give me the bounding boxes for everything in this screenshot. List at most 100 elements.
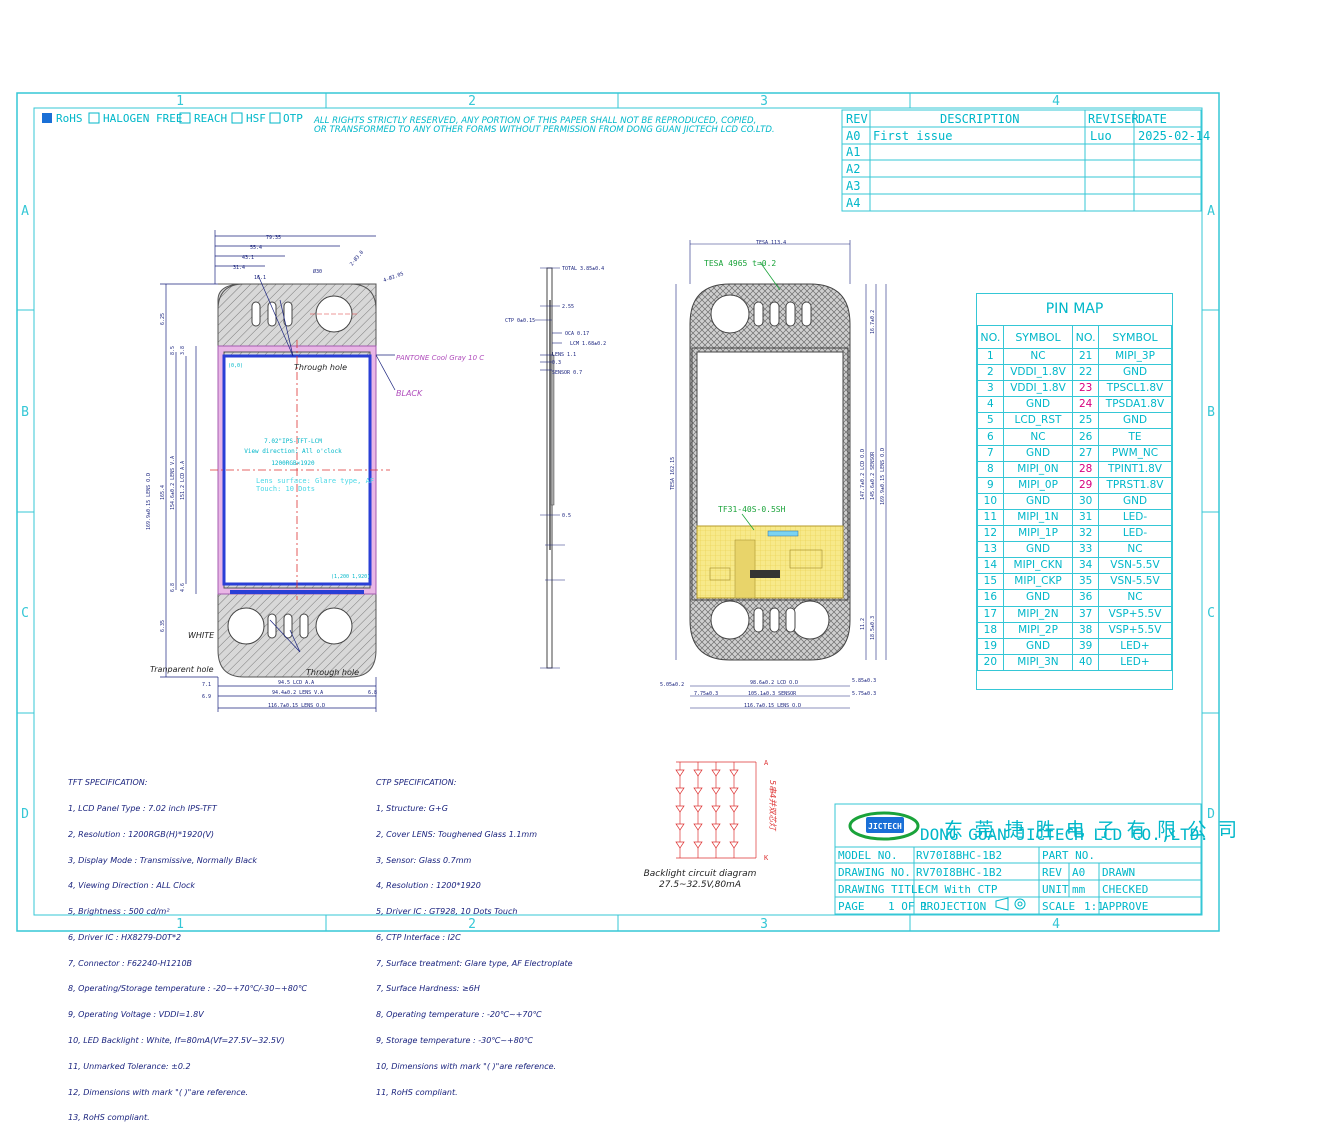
- pin-no-cell: 37: [1072, 605, 1099, 623]
- pin-no-cell: 7: [977, 444, 1004, 462]
- revision-table: [841, 109, 1202, 212]
- dim-top-5: Ø30: [313, 268, 322, 275]
- col-label-1-bottom: 1: [176, 917, 184, 932]
- pin-symbol-cell: PWM_NC: [1097, 444, 1173, 462]
- reach-checkbox: [179, 112, 191, 124]
- otp-label: OTP: [283, 112, 303, 125]
- page-value: 1 OF 1: [888, 900, 928, 913]
- scale-value: 1:1: [1084, 900, 1104, 913]
- drawing-value: RV70I8BHC-1B2: [916, 866, 1002, 879]
- dim-left-7: 6.8: [170, 583, 176, 592]
- rev-a3: A3: [846, 179, 860, 193]
- back-right-dim-0: 147.7±0.2 LCD O.D: [860, 449, 866, 500]
- title-value: LCM With CTP: [918, 883, 998, 896]
- tft-spec-line: 11, Unmarked Tolerance: ±0.2: [68, 1061, 191, 1071]
- rev-label: REV: [1042, 866, 1062, 879]
- pin-symbol-cell: TPINT1.8V: [1097, 460, 1173, 478]
- reach-label: REACH: [194, 112, 227, 125]
- pin-symbol-cell: NC: [1097, 541, 1173, 559]
- checked-label: CHECKED: [1102, 883, 1148, 896]
- ctp-spec-line: 1, Structure: G+G: [376, 803, 448, 813]
- unit-label: UNIT: [1042, 883, 1069, 896]
- side-dim-6: 0.3: [552, 360, 561, 366]
- pin-no-cell: 40: [1072, 653, 1099, 671]
- dim-left-6: 151.2 LCD A.A: [180, 461, 186, 500]
- notice-line-2: OR TRANSFORMED TO ANY OTHER FORMS WITHOU…: [314, 125, 775, 135]
- approve-label: APPROVE: [1102, 900, 1148, 913]
- ctp-spec-line: 11, RoHS compliant.: [376, 1087, 458, 1097]
- pin-symbol-cell: GND: [1097, 364, 1173, 382]
- back-right-dim-3: 16.7±0.2: [870, 310, 876, 334]
- dim-top-0: 79.35: [266, 235, 281, 241]
- ctp-spec-line: 9, Storage temperature : -30℃~+80℃: [376, 1036, 533, 1045]
- pin-no-cell: 19: [977, 637, 1004, 655]
- tft-spec-title: TFT SPECIFICATION:: [68, 778, 148, 788]
- rev-header: REV: [846, 112, 868, 126]
- rev-a0: A0: [846, 129, 860, 143]
- reviser-header: REVISER: [1088, 112, 1139, 126]
- pin-symbol-cell: LED+: [1097, 653, 1173, 671]
- pin-no-cell: 36: [1072, 589, 1099, 607]
- pin-no-cell: 14: [977, 557, 1004, 575]
- center-view: View direction: All o'clock: [244, 448, 342, 455]
- pin-no-cell: 13: [977, 541, 1004, 559]
- tft-spec-line: 4, Viewing Direction : ALL Clock: [68, 881, 196, 891]
- pin-header-symbol-2: SYMBOL: [1097, 325, 1173, 349]
- desc-header: DESCRIPTION: [940, 112, 1019, 126]
- dim-bottom-4: 6.8: [368, 690, 377, 696]
- pin-no-cell: 11: [977, 508, 1004, 527]
- ctp-spec-line: 2, Cover LENS: Toughened Glass 1.1mm: [376, 829, 538, 839]
- row-label-b-left: B: [21, 405, 29, 420]
- pin-symbol-cell: MIPI_3N: [1002, 653, 1074, 671]
- pin-map-title: PIN MAP: [977, 294, 1172, 326]
- center-title: 7.02"IPS-TFT-LCM: [264, 438, 322, 445]
- projection-symbol: [995, 897, 1026, 911]
- col-label-4-top: 4: [1052, 94, 1060, 109]
- label-through-hole-top: Through hole: [294, 363, 347, 372]
- pin-no-cell: 4: [977, 396, 1004, 414]
- center-res: 1200RGB×1920: [271, 460, 315, 467]
- otp-checkbox: [269, 112, 281, 124]
- rev-a1: A1: [846, 145, 860, 159]
- dim-left-2: 3.8: [180, 346, 186, 355]
- pin-no-cell: 25: [1072, 412, 1099, 430]
- pin-no-cell: 29: [1072, 476, 1099, 494]
- dim-bottom-2: 7.1: [202, 682, 211, 688]
- ctp-spec-line: 8, Operating temperature : -20℃~+70℃: [376, 1010, 542, 1020]
- hsf-checkbox: [231, 112, 243, 124]
- pin-symbol-cell: VDDI_1.8V: [1002, 364, 1074, 382]
- ctp-spec-line: 6, CTP Interface : I2C: [376, 932, 461, 942]
- back-right-dim-4: 11.2: [860, 618, 866, 630]
- back-right-dim-2: 169.9±0.15 LENS O.D: [880, 448, 886, 505]
- row-label-b-right: B: [1207, 405, 1215, 420]
- pin-symbol-cell: VSN-5.5V: [1097, 557, 1173, 575]
- tft-spec-line: 3, Display Mode : Transmissive, Normally…: [68, 855, 258, 865]
- unit-value: mm: [1072, 883, 1086, 896]
- logo-text: JICTECH: [868, 822, 902, 831]
- pin-header-no-2: NO.: [1072, 325, 1099, 349]
- pin-no-cell: 27: [1072, 444, 1099, 462]
- side-dim-3: OCA 0.17: [565, 331, 589, 337]
- ctp-spec: CTP SPECIFICATION: 1, Structure: G+G 2, …: [376, 762, 573, 1106]
- label-origin: (0,0): [228, 363, 243, 369]
- pin-no-cell: 26: [1072, 428, 1099, 446]
- date-header: DATE: [1138, 112, 1167, 126]
- reviser-a0: Luo: [1090, 129, 1112, 143]
- pin-symbol-cell: GND: [1097, 492, 1173, 510]
- pin-symbol-cell: NC: [1097, 589, 1173, 607]
- tft-spec-line: 12, Dimensions with mark "( )"are refere…: [68, 1087, 249, 1097]
- pin-no-cell: 15: [977, 573, 1004, 591]
- ctp-spec-line: 7, Surface Hardness: ≥6H: [376, 984, 480, 994]
- side-view: TOTAL 3.85±0.4 2.55 CTP 0±0.15 OCA 0.17 …: [505, 266, 606, 669]
- row-label-c-right: C: [1207, 606, 1215, 621]
- dim-left-4: 165.4: [160, 485, 166, 500]
- dim-left-0: 6.25: [160, 313, 166, 325]
